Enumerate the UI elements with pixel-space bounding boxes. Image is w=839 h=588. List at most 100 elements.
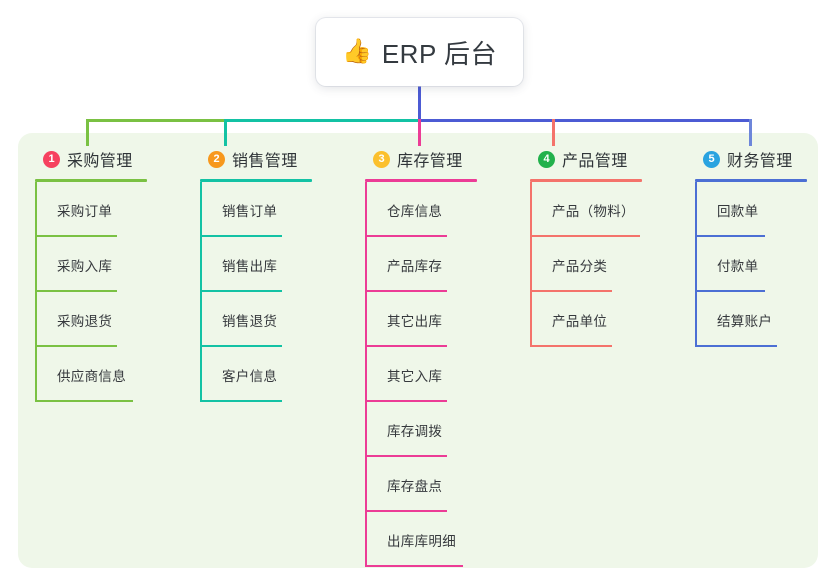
menu-item[interactable]: 库存盘点 (365, 457, 477, 512)
drop-line-1 (86, 119, 89, 146)
category-title-4: 产品管理 (562, 153, 628, 170)
category-rule-4 (530, 179, 642, 182)
menu-item-label: 客户信息 (222, 368, 278, 384)
menu-item-label: 结算账户 (717, 313, 773, 329)
category-items-1: 采购订单采购入库采购退货供应商信息 (35, 182, 147, 402)
menu-item[interactable]: 结算账户 (695, 292, 807, 347)
category-items-3: 仓库信息产品库存其它出库其它入库库存调拨库存盘点出库库明细 (365, 182, 477, 567)
item-rule (365, 400, 447, 402)
item-stem (695, 237, 697, 292)
item-rule (695, 345, 777, 347)
category-badge-5: 5 (703, 150, 720, 168)
menu-item[interactable]: 产品（物料） (530, 182, 642, 237)
item-rule (530, 290, 612, 292)
item-stem (200, 292, 202, 347)
menu-item-label: 库存盘点 (387, 478, 443, 494)
category-title-5: 财务管理 (727, 153, 793, 170)
category-column-3: 3 库存管理仓库信息产品库存其它出库其它入库库存调拨库存盘点出库库明细 (365, 148, 477, 567)
menu-item[interactable]: 采购订单 (35, 182, 147, 237)
drop-line-2 (224, 119, 227, 146)
category-column-4: 4 产品管理产品（物料） 产品分类产品单位 (530, 148, 642, 347)
menu-item[interactable]: 回款单 (695, 182, 807, 237)
bus-indigo (419, 119, 750, 122)
menu-item-label: 销售退货 (222, 313, 278, 329)
item-stem (35, 347, 37, 402)
item-stem (530, 292, 532, 347)
menu-item-label: 采购退货 (57, 313, 113, 329)
category-items-2: 销售订单销售出库销售退货客户信息 (200, 182, 312, 402)
menu-item[interactable]: 客户信息 (200, 347, 312, 402)
item-rule (200, 400, 282, 402)
menu-item[interactable]: 产品分类 (530, 237, 642, 292)
menu-item-label: 出库库明细 (387, 533, 456, 549)
drop-line-5 (749, 119, 752, 146)
item-rule (365, 455, 447, 457)
menu-item[interactable]: 出库库明细 (365, 512, 477, 567)
item-rule (35, 290, 117, 292)
menu-item-label: 产品单位 (552, 313, 608, 329)
menu-item[interactable]: 采购退货 (35, 292, 147, 347)
root-node-title: ERP 后台 (381, 38, 498, 69)
item-stem (365, 512, 367, 567)
menu-item-label: 产品分类 (552, 258, 608, 274)
category-items-4: 产品（物料） 产品分类产品单位 (530, 182, 642, 347)
item-stem (365, 457, 367, 512)
menu-item[interactable]: 销售退货 (200, 292, 312, 347)
menu-item[interactable]: 其它入库 (365, 347, 477, 402)
item-stem (530, 182, 532, 237)
menu-item-label: 销售订单 (222, 203, 278, 219)
item-stem (200, 347, 202, 402)
category-badge-4: 4 (538, 150, 555, 168)
menu-item[interactable]: 产品单位 (530, 292, 642, 347)
item-rule (35, 235, 117, 237)
menu-item[interactable]: 销售出库 (200, 237, 312, 292)
category-badge-2: 2 (208, 150, 225, 168)
thumbs-up-icon: 👍 (341, 38, 372, 65)
menu-item[interactable]: 产品库存 (365, 237, 477, 292)
menu-item-label: 产品（物料） (552, 203, 635, 219)
category-title-3: 库存管理 (397, 153, 463, 170)
item-stem (365, 182, 367, 237)
item-stem (365, 347, 367, 402)
root-node-erp-backend[interactable]: 👍 ERP 后台 (316, 18, 523, 86)
category-header-5[interactable]: 5 财务管理 (695, 148, 807, 170)
menu-item[interactable]: 其它出库 (365, 292, 477, 347)
menu-item[interactable]: 销售订单 (200, 182, 312, 237)
bus-green (87, 119, 225, 122)
category-title-2: 销售管理 (232, 153, 298, 170)
item-rule (695, 235, 765, 237)
item-rule (200, 345, 282, 347)
category-header-2[interactable]: 2 销售管理 (200, 148, 312, 170)
item-stem (365, 292, 367, 347)
category-rule-3 (365, 179, 477, 182)
menu-item-label: 回款单 (717, 203, 759, 219)
menu-item[interactable]: 仓库信息 (365, 182, 477, 237)
menu-item-label: 采购订单 (57, 203, 113, 219)
item-stem (365, 237, 367, 292)
menu-item-label: 仓库信息 (387, 203, 443, 219)
item-rule (365, 345, 447, 347)
category-header-4[interactable]: 4 产品管理 (530, 148, 642, 170)
category-header-3[interactable]: 3 库存管理 (365, 148, 477, 170)
bus-teal (225, 119, 419, 122)
item-stem (200, 182, 202, 237)
menu-item[interactable]: 采购入库 (35, 237, 147, 292)
item-rule (695, 290, 765, 292)
menu-item-label: 其它入库 (387, 368, 443, 384)
menu-item-label: 付款单 (717, 258, 759, 274)
category-rule-2 (200, 179, 312, 182)
item-rule (530, 235, 640, 237)
menu-item[interactable]: 付款单 (695, 237, 807, 292)
menu-item[interactable]: 库存调拨 (365, 402, 477, 457)
menu-item[interactable]: 供应商信息 (35, 347, 147, 402)
category-badge-3: 3 (373, 150, 390, 168)
item-stem (365, 402, 367, 457)
item-stem (530, 237, 532, 292)
menu-item-label: 采购入库 (57, 258, 113, 274)
category-rule-1 (35, 179, 147, 182)
item-rule (365, 510, 447, 512)
menu-item-label: 产品库存 (387, 258, 443, 274)
